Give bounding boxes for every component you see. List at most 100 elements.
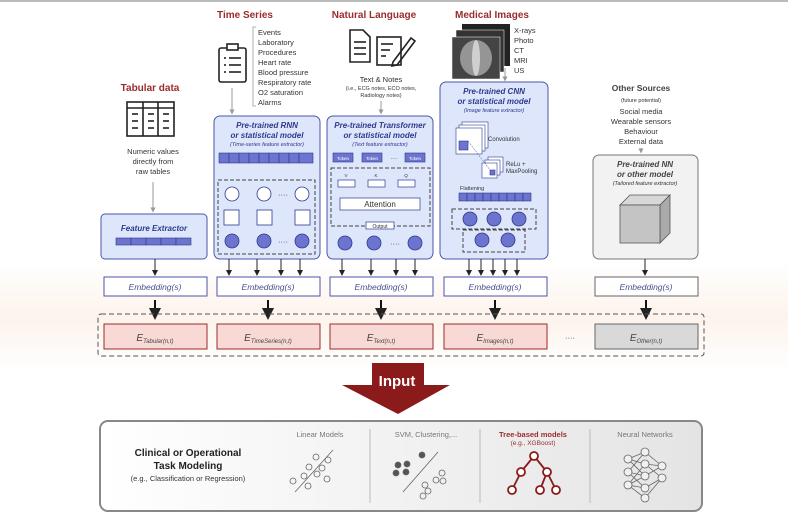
feature-extractor-box <box>100 213 208 260</box>
svm-clustering-icon <box>392 451 447 500</box>
svg-text:Behaviour: Behaviour <box>624 127 658 136</box>
embedding-row: Embedding(s) Embedding(s) Embedding(s) E… <box>103 276 699 297</box>
svg-text:Token: Token <box>409 156 422 161</box>
svg-text:O2 saturation: O2 saturation <box>258 88 303 97</box>
svg-text:Laboratory: Laboratory <box>258 38 294 47</box>
other-sources: Other Sources (future potential) Social … <box>592 83 699 260</box>
time-sequence-vector <box>218 152 314 164</box>
svm-clustering-label: SVM, Clustering,... <box>395 430 458 439</box>
rnn-title-2: or statistical model <box>231 131 305 140</box>
svg-text:····: ···· <box>278 237 288 246</box>
svg-text:US: US <box>514 66 524 75</box>
time-series-items: Events Laboratory Procedures Heart rate … <box>258 28 311 107</box>
svg-text:Heart rate: Heart rate <box>258 58 291 67</box>
svg-text:(future potential): (future potential) <box>621 98 661 104</box>
cnn-dense-nodes <box>462 211 527 248</box>
time-series-title: Time Series <box>217 10 273 21</box>
linear-models-label: Linear Models <box>296 430 343 439</box>
embedding-E-tabular: ETabular(n,t) <box>136 333 173 345</box>
svg-text:MRI: MRI <box>514 56 528 65</box>
text-notes-label: Text & Notes <box>360 75 403 84</box>
svg-text:Pre-trained CNN: Pre-trained CNN <box>463 87 525 96</box>
svg-text:or other model: or other model <box>617 170 674 179</box>
task-modeling-panel: Clinical or Operational Task Modeling (e… <box>99 420 703 512</box>
other-sources-title: Other Sources <box>612 83 671 93</box>
svg-text:Pre-trained NN: Pre-trained NN <box>617 160 673 169</box>
svg-text:External data: External data <box>619 137 664 146</box>
svg-text:or statistical model: or statistical model <box>344 131 418 140</box>
svg-text:or statistical model: or statistical model <box>458 97 532 106</box>
feature-vector <box>115 237 192 246</box>
svg-text:Procedures: Procedures <box>258 48 297 57</box>
rnn-output-nodes <box>224 233 310 249</box>
svg-text:CT: CT <box>514 46 524 55</box>
output-block <box>365 221 395 230</box>
svg-text:MaxPooling: MaxPooling <box>506 169 537 175</box>
black-box-cube-icon <box>619 194 671 244</box>
embedding-images: Embedding(s) <box>469 282 522 292</box>
svg-text:(Text feature extractor): (Text feature extractor) <box>352 142 408 148</box>
svg-text:Respiratory rate: Respiratory rate <box>258 78 311 87</box>
embedding-E-time-series: ETimeSeries(n,t) <box>244 333 292 345</box>
flattened-vector <box>458 192 532 202</box>
input-arrow: Input <box>342 363 450 414</box>
tabular-desc-3: raw tables <box>136 167 170 176</box>
embedding-E-other: EOther(n,t) <box>630 333 662 345</box>
natural-language-source: Natural Language Text & Notes (i.e., ECG… <box>326 10 434 260</box>
svg-text:Token: Token <box>337 156 350 161</box>
medical-images-title: Medical Images <box>455 10 529 21</box>
svg-text:X-rays: X-rays <box>514 26 536 35</box>
attention-block <box>339 197 421 211</box>
svg-text:Blood pressure: Blood pressure <box>258 68 308 77</box>
transformer-model-box <box>326 115 434 260</box>
svg-text:Photo: Photo <box>514 36 534 45</box>
rnn-subtitle: (Time-series feature extractor) <box>230 142 304 148</box>
embedding-E-images: EImages(n,t) <box>476 333 513 345</box>
convolution-label: Convolution <box>488 137 520 143</box>
tabular-source: Tabular data Numeric values directly fro… <box>100 83 208 260</box>
tabular-desc-2: directly from <box>133 157 174 166</box>
svg-text:ReLu +: ReLu + <box>506 162 526 168</box>
document-icon <box>349 29 371 63</box>
embedding-time-series: Embedding(s) <box>242 282 295 292</box>
task-title-1: Clinical or Operational <box>135 448 242 459</box>
flattening-label: Flattening <box>460 186 484 192</box>
svg-text:Events: Events <box>258 28 281 37</box>
attention-label: Attention <box>364 200 396 209</box>
convolution-layers <box>455 121 504 179</box>
tree-models-label: Tree-based models <box>499 430 567 439</box>
svg-text:Alarms: Alarms <box>258 98 282 107</box>
embedding-tabular: Embedding(s) <box>129 282 182 292</box>
decision-tree-icon <box>507 451 561 495</box>
table-icon <box>126 101 175 137</box>
extractor-arrows <box>152 259 648 276</box>
rnn-hidden-nodes <box>223 186 311 226</box>
task-title-2: Task Modeling <box>154 461 223 472</box>
svg-text:Social media: Social media <box>620 107 664 116</box>
embedding-ellipsis: ···· <box>565 333 575 342</box>
svg-text:(Image feature extractor): (Image feature extractor) <box>464 108 525 114</box>
rnn-title-1: Pre-trained RNN <box>236 121 298 130</box>
medical-images-source: Medical Images X-rays Photo CT MRI US Pr… <box>439 10 549 260</box>
svg-text:Pre-trained Transformer: Pre-trained Transformer <box>334 121 426 130</box>
token-row: Token Token Token ···· <box>332 152 426 163</box>
tabular-title: Tabular data <box>121 83 180 94</box>
clipboard-icon <box>218 43 247 83</box>
linear-model-icon <box>289 449 334 493</box>
svg-text:K: K <box>374 173 377 178</box>
svg-text:Token: Token <box>366 156 379 161</box>
feature-extractor-label: Feature Extractor <box>121 224 188 233</box>
notepad-pencil-icon <box>376 36 417 68</box>
svg-text:(i.e., ECG notes, ECO notes,: (i.e., ECG notes, ECO notes, <box>346 86 417 92</box>
tree-models-sub: (e.g., XGBoost) <box>511 440 556 447</box>
embedding-E-text: EText(n,t) <box>367 333 395 345</box>
svg-text:Q: Q <box>404 173 408 178</box>
neural-network-icon <box>623 447 667 503</box>
time-series-source: Time Series Events Laboratory Procedures… <box>213 10 321 260</box>
output-label: Output <box>372 224 388 230</box>
neural-networks-label: Neural Networks <box>617 430 673 439</box>
svg-text:V: V <box>344 173 347 178</box>
input-label: Input <box>379 373 416 390</box>
embedding-other: Embedding(s) <box>620 282 673 292</box>
